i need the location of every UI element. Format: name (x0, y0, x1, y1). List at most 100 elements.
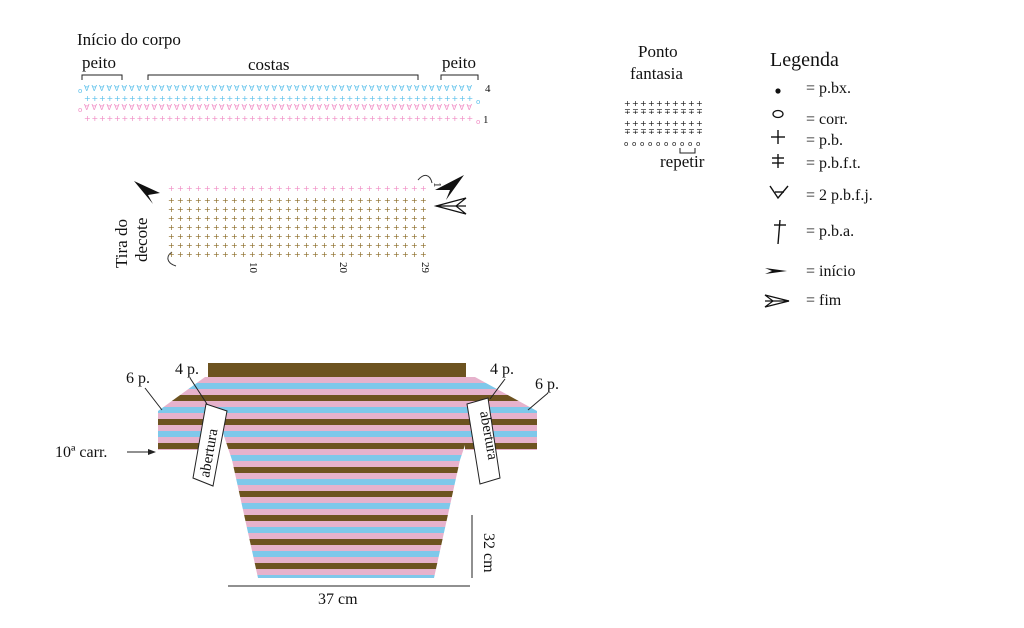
single-crochet-symbol: + (411, 223, 418, 232)
sc-decrease-symbol: ∀ (204, 84, 210, 93)
sc-decrease-symbol: ∀ (272, 103, 278, 112)
single-crochet-symbol: + (84, 114, 91, 123)
sc-decrease-symbol: ∀ (332, 84, 338, 93)
single-crochet-symbol: + (384, 250, 391, 259)
sc-decrease-symbol: ∀ (107, 103, 113, 112)
single-crochet-symbol: + (303, 241, 310, 250)
neck-band-label-1: Tira do (112, 219, 131, 268)
single-crochet-symbol: + (144, 114, 151, 123)
single-crochet-symbol: + (348, 241, 355, 250)
sc-decrease-symbol: ∀ (309, 84, 315, 93)
single-crochet-symbol: + (467, 114, 474, 123)
body-start-title: Início do corpo (77, 30, 181, 49)
single-crochet-symbol: + (392, 114, 399, 123)
single-crochet-symbol: + (339, 250, 346, 259)
single-crochet-symbol: + (213, 232, 220, 241)
single-crochet-symbol: + (414, 94, 421, 103)
single-crochet-symbol: + (632, 119, 639, 128)
single-crochet-symbol: + (357, 214, 364, 223)
single-crochet-symbol: + (195, 196, 202, 205)
single-crochet-symbol: + (369, 114, 376, 123)
single-crochet-symbol: + (369, 94, 376, 103)
single-crochet-symbol: + (375, 250, 382, 259)
sc-decrease-symbol: ∀ (212, 84, 218, 93)
sc-decrease-symbol: ∀ (354, 103, 360, 112)
single-crochet-symbol: + (384, 223, 391, 232)
single-crochet-symbol: + (402, 232, 409, 241)
single-crochet-symbol: + (303, 205, 310, 214)
legend-item-corr: = corr. (806, 111, 848, 128)
sc-decrease-symbol: ∀ (197, 103, 203, 112)
single-crochet-symbol: + (249, 184, 256, 193)
single-crochet-symbol: + (240, 205, 247, 214)
single-crochet-symbol: + (249, 94, 256, 103)
right-sleeve-stripe (465, 401, 537, 407)
single-crochet-symbol: + (375, 223, 382, 232)
sc-decrease-symbol: ∀ (137, 84, 143, 93)
repetir-bracket (679, 148, 696, 154)
body-stripe (208, 569, 480, 575)
sc-decrease-symbol: ∀ (444, 103, 450, 112)
single-crochet-symbol: + (680, 99, 687, 108)
single-crochet-symbol: + (384, 94, 391, 103)
single-crochet-symbol: + (240, 241, 247, 250)
single-crochet-symbol: + (195, 214, 202, 223)
single-crochet-icon (771, 130, 785, 144)
neck-band-strip (208, 363, 466, 377)
sc-decrease-symbol: ∀ (107, 84, 113, 93)
neck-row-label-10: 10 (247, 262, 259, 274)
single-crochet-symbol: + (312, 241, 319, 250)
right-sleeve-stripes (465, 377, 537, 450)
left-sleeve-stripe (158, 395, 215, 401)
sc-decrease-symbol: ∀ (249, 103, 255, 112)
body-stripe (208, 545, 480, 551)
single-crochet-symbol: + (264, 114, 271, 123)
single-crochet-symbol: + (402, 250, 409, 259)
sc-decrease-symbol: ∀ (294, 103, 300, 112)
back-loop-sc-symbol: ∓ (672, 127, 679, 136)
single-crochet-symbol: + (384, 241, 391, 250)
single-crochet-symbol: + (420, 223, 427, 232)
single-crochet-symbol: + (375, 232, 382, 241)
sc-decrease-symbol: ∀ (234, 103, 240, 112)
single-crochet-symbol: + (257, 114, 264, 123)
sc-decrease-symbol: ∀ (84, 103, 90, 112)
single-crochet-symbol: + (459, 114, 466, 123)
single-crochet-symbol: + (204, 94, 211, 103)
right-sleeve-stripe (465, 407, 537, 413)
single-crochet-symbol: + (422, 114, 429, 123)
back-loop-sc-symbol: ∓ (696, 127, 703, 136)
single-crochet-symbol: + (240, 250, 247, 259)
single-crochet-symbol: + (272, 94, 279, 103)
single-crochet-symbol: + (177, 250, 184, 259)
sc-decrease-symbol: ∀ (369, 103, 375, 112)
single-crochet-symbol: + (294, 205, 301, 214)
single-crochet-symbol: + (332, 114, 339, 123)
legend-item-pb: = p.b. (806, 132, 843, 149)
single-crochet-symbol: + (309, 114, 316, 123)
garment-schematic: abertura abertura 6 p. 4 p. 4 p. 6 p. 10… (55, 361, 559, 608)
single-crochet-symbol: + (168, 196, 175, 205)
single-crochet-symbol: + (384, 214, 391, 223)
chain-symbol: o (632, 140, 636, 148)
sc-decrease-symbol: ∀ (197, 84, 203, 93)
single-crochet-symbol: + (294, 184, 301, 193)
single-crochet-symbol: + (186, 241, 193, 250)
single-crochet-symbol: + (92, 94, 99, 103)
sc-decrease-symbol: ∀ (452, 84, 458, 93)
back-loop-sc-symbol: ∓ (680, 127, 687, 136)
single-crochet-symbol: + (696, 119, 703, 128)
single-crochet-symbol: + (195, 223, 202, 232)
single-crochet-symbol: + (204, 205, 211, 214)
single-crochet-symbol: + (222, 241, 229, 250)
single-crochet-symbol: + (452, 114, 459, 123)
single-crochet-symbol: + (186, 214, 193, 223)
single-crochet-symbol: + (107, 114, 114, 123)
legend-item-2pbfj: = 2 p.b.f.j. (806, 187, 873, 204)
sc-decrease-symbol: ∀ (309, 103, 315, 112)
single-crochet-symbol: + (402, 214, 409, 223)
back-loop-sc-symbol: ∓ (648, 127, 655, 136)
sc-decrease-symbol: ∀ (399, 103, 405, 112)
single-crochet-symbol: + (267, 250, 274, 259)
single-crochet-symbol: + (393, 184, 400, 193)
